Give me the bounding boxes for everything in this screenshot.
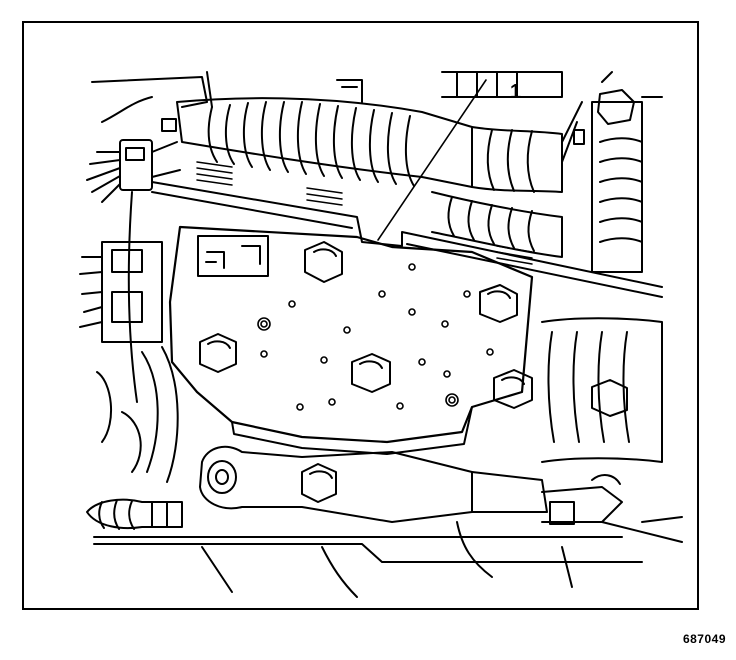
transmission-illustration (79, 71, 683, 598)
callout-label: 1 (510, 81, 522, 103)
bracket-upper (151, 161, 663, 298)
electrical-connector-left (86, 139, 181, 203)
illustration-frame: 1 (22, 21, 699, 610)
case-left (79, 191, 179, 483)
wiring-harness (176, 97, 563, 258)
case-bottom (86, 498, 683, 598)
figure-id: 687049 (682, 632, 726, 646)
shift-lever (199, 445, 683, 543)
bolt-heads (199, 241, 533, 409)
bracket-top-left (91, 71, 213, 132)
callout-leader (377, 79, 487, 241)
valve-plate (168, 225, 534, 455)
case-right (336, 71, 663, 463)
